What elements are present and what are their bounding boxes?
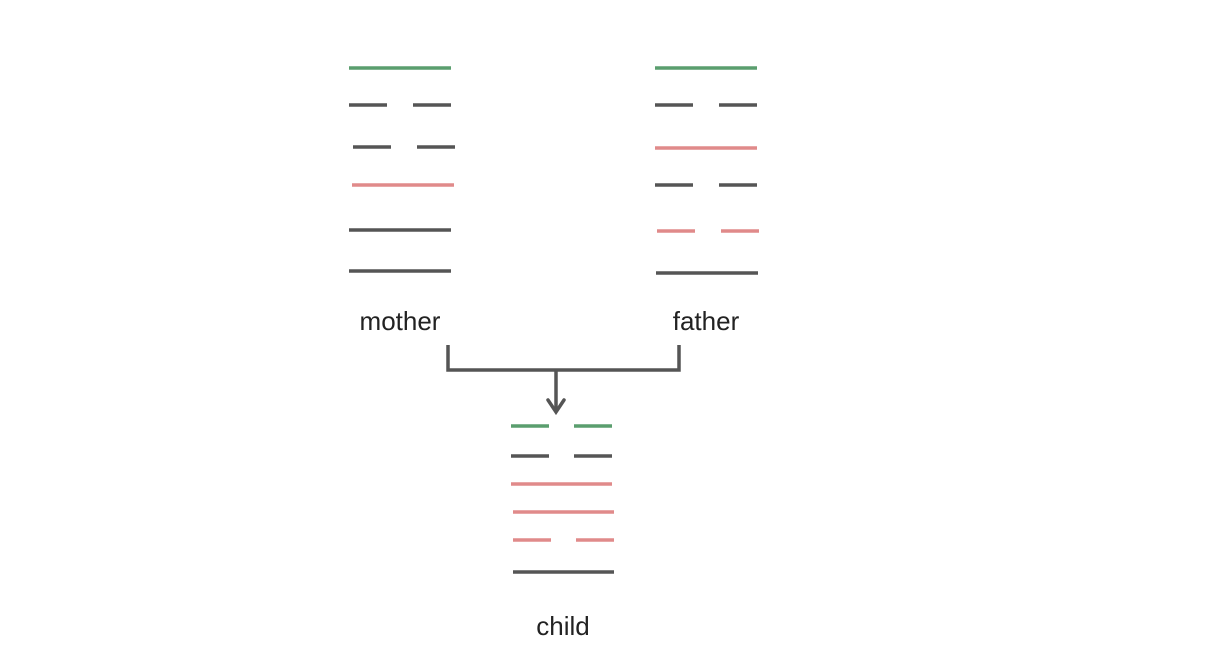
inheritance-arrowhead [546, 398, 566, 416]
mother-hexagram [349, 66, 455, 273]
child-hexagram [511, 424, 614, 574]
father-label: father [673, 306, 740, 336]
father-hexagram [655, 66, 759, 275]
child-label: child [536, 611, 589, 641]
mother-label: mother [360, 306, 441, 336]
parents-connector-line [446, 345, 681, 372]
